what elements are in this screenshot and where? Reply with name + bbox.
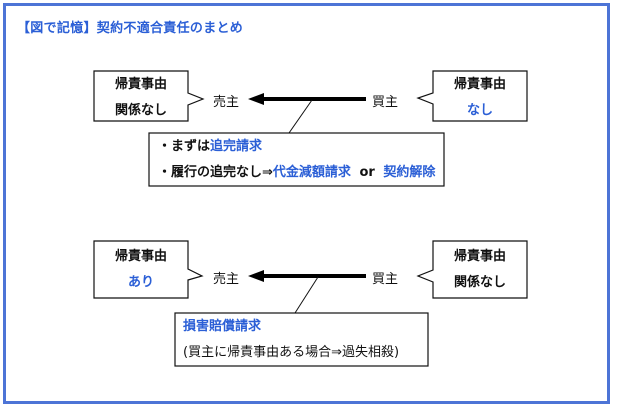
top-right-callout-line1: 帰責事由 bbox=[453, 77, 506, 92]
remedy-item-2-prefix: ・履行の追完なし⇒ bbox=[158, 165, 273, 180]
top-left-callout-line1: 帰責事由 bbox=[114, 77, 167, 92]
bottom-right-callout: 帰責事由 関係なし bbox=[433, 244, 527, 296]
remedy-price-reduction: 代金減額請求 bbox=[272, 165, 351, 180]
top-remedies-box-shape bbox=[148, 132, 445, 187]
remedy-item-1-prefix: ・まずは bbox=[158, 139, 211, 154]
bottom-remedy-box: 損害賠償請求 (買主に帰責事由ある場合⇒過失相殺) bbox=[183, 314, 399, 366]
figure-frame bbox=[3, 3, 610, 404]
bottom-right-callout-shape bbox=[416, 240, 528, 299]
bottom-right-callout-line2: 関係なし bbox=[453, 275, 506, 290]
bottom-seller-label: 売主 bbox=[213, 272, 240, 287]
remedy-termination: 契約解除 bbox=[383, 165, 436, 180]
top-seller-label: 売主 bbox=[213, 95, 240, 110]
bottom-left-callout-line2: あり bbox=[127, 275, 154, 290]
figure-title: 【図で記憶】契約不適合責任のまとめ bbox=[17, 21, 244, 36]
top-buyer-label: 買主 bbox=[372, 95, 399, 110]
bottom-left-callout-line1: 帰責事由 bbox=[114, 249, 167, 264]
remedy-damages-note: (買主に帰責事由ある場合⇒過失相殺) bbox=[183, 345, 400, 360]
remedy-damages-claim: 損害賠償請求 bbox=[183, 319, 262, 334]
bottom-left-callout-shape bbox=[93, 240, 204, 299]
top-right-callout-shape bbox=[416, 70, 528, 122]
top-left-callout-line2: 関係なし bbox=[114, 103, 167, 118]
top-right-callout-line2: なし bbox=[466, 103, 493, 118]
remedy-item-2: ・履行の追完なし⇒代金減額請求 or 契約解除 bbox=[158, 160, 435, 186]
remedy-or: or bbox=[359, 165, 375, 180]
bottom-right-callout-line1: 帰責事由 bbox=[453, 249, 506, 264]
bottom-arrow-head bbox=[248, 270, 264, 282]
remedy-item-1: ・まずは追完請求 bbox=[158, 134, 435, 160]
bottom-buyer-label: 買主 bbox=[372, 272, 399, 287]
top-connector-line bbox=[288, 99, 313, 134]
bottom-remedy-box-shape bbox=[174, 312, 429, 367]
top-remedies-box: ・まずは追完請求 ・履行の追完なし⇒代金減額請求 or 契約解除 bbox=[158, 134, 435, 186]
top-left-callout: 帰責事由 関係なし bbox=[94, 72, 188, 124]
top-right-callout: 帰責事由 なし bbox=[433, 72, 527, 124]
bottom-connector-line bbox=[294, 276, 319, 314]
remedy-cure-request: 追完請求 bbox=[210, 139, 263, 154]
top-left-callout-shape bbox=[93, 70, 205, 122]
top-arrow-head bbox=[248, 93, 264, 105]
bottom-left-callout: 帰責事由 あり bbox=[94, 244, 188, 296]
